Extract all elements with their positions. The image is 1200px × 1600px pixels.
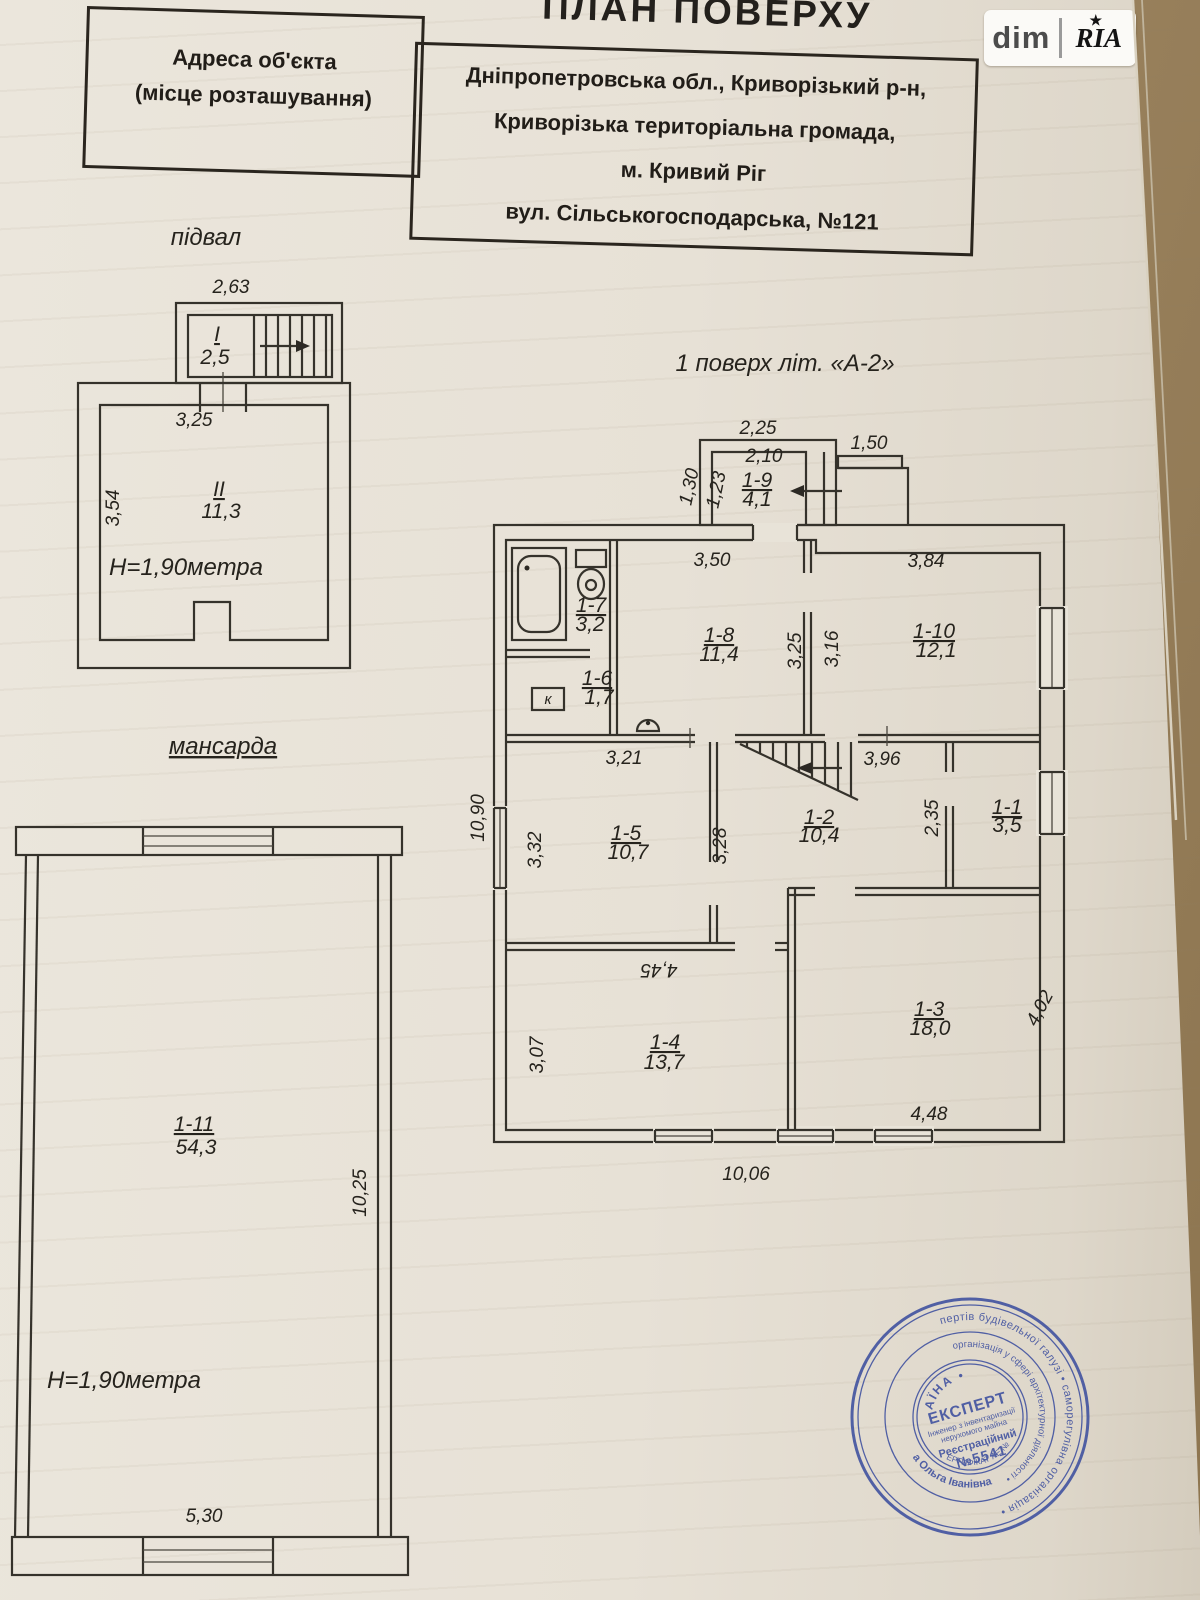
dim-10-25: 10,25 — [350, 1169, 371, 1217]
dimria-logo: dim ★RIA — [984, 10, 1136, 66]
dim-1-23: 1,23 — [703, 469, 731, 510]
bathtub-icon — [510, 546, 568, 642]
room-I-area: 2,5 — [199, 346, 230, 369]
room-1-4-area: 13,7 — [644, 1051, 686, 1074]
stairs-arrow — [797, 762, 812, 774]
room-1-2-area: 10,4 — [799, 824, 840, 847]
sheet-edge-line — [1141, 0, 1187, 841]
window-right-1-10 — [1036, 606, 1068, 690]
dim-10-06: 10,06 — [722, 1164, 770, 1185]
room-1-7-id: 1-7 — [576, 594, 608, 617]
room-1-3-id: 1-3 — [914, 998, 945, 1021]
room-1-10-area: 12,1 — [916, 639, 957, 662]
room-1-2-id: 1-2 — [804, 806, 835, 829]
basement-label: підвал — [171, 224, 242, 251]
room-1-3-area: 18,0 — [910, 1017, 951, 1040]
dim-3-84: 3,84 — [908, 551, 945, 572]
boiler-icon: к — [530, 686, 566, 712]
dim-2-10: 2,10 — [745, 446, 783, 467]
stairs — [739, 742, 859, 801]
dim-3-96: 3,96 — [864, 749, 901, 770]
dim-4-48: 4,48 — [911, 1104, 948, 1125]
dim-3-28: 3,28 — [710, 827, 731, 864]
entry-arrow — [790, 485, 804, 497]
dim-3-21: 3,21 — [606, 748, 643, 769]
dim-2-35: 2,35 — [922, 799, 943, 837]
room-II-area: 11,3 — [201, 500, 241, 523]
dim-2-63: 2,63 — [212, 277, 250, 298]
star-icon: ★ — [1089, 13, 1103, 29]
logo-divider — [1058, 18, 1062, 58]
attic-plan: мансарда 1-11 54,3 H=1,90метра 10,25 5,3… — [10, 733, 410, 1577]
window-right-1-1 — [1036, 770, 1068, 836]
ria-logo-text: ★RIA — [1075, 13, 1123, 53]
room-1-7-area: 3,2 — [575, 613, 605, 636]
dim-5-30: 5,30 — [186, 1506, 223, 1527]
room-1-5-id: 1-5 — [611, 822, 642, 845]
room-1-1-id: 1-1 — [992, 796, 1022, 819]
room-1-5-area: 10,7 — [608, 841, 650, 864]
window-bottom-1-3b — [873, 1126, 934, 1146]
dim-3-32: 3,32 — [525, 831, 546, 868]
room-1-9-id: 1-9 — [742, 469, 773, 492]
window-bottom-1-3a — [776, 1126, 835, 1146]
sheet-edge-line — [1131, 0, 1178, 821]
window-bottom-1-4 — [653, 1126, 714, 1146]
room-1-10-id: 1-10 — [913, 620, 955, 643]
dim-2-25: 2,25 — [739, 418, 777, 439]
room-1-11-area: 54,3 — [176, 1136, 217, 1159]
dim-1-50: 1,50 — [851, 433, 888, 454]
room-I-id: I — [214, 323, 220, 346]
toilet-icon — [574, 548, 608, 601]
attic-height-note: H=1,90метра — [47, 1367, 201, 1394]
room-1-4-id: 1-4 — [650, 1031, 680, 1054]
dim-3-07: 3,07 — [527, 1035, 548, 1073]
boiler-label: к — [544, 691, 552, 708]
room-1-6-area: 1,7 — [584, 686, 615, 709]
dim-10-90: 10,90 — [468, 794, 489, 842]
room-1-9-area: 4,1 — [742, 488, 771, 511]
window-left — [490, 806, 510, 890]
interior-walls — [506, 540, 1040, 1130]
first-floor-label: 1 поверх літ. «А-2» — [675, 350, 894, 377]
basement-plan: підвал 2,63 I 2,5 3,25 3,54 II 11,3 H=1,… — [76, 224, 352, 670]
first-floor-plan: 1 поверх літ. «А-2» — [468, 350, 1068, 1185]
stove-icon — [635, 718, 661, 733]
dim-3-54: 3,54 — [103, 490, 124, 527]
dim-4-02: 4,02 — [1022, 987, 1058, 1030]
dim-3-16: 3,16 — [822, 630, 843, 667]
room-1-1-area: 3,5 — [992, 814, 1022, 837]
attic-label: мансарда — [169, 733, 277, 760]
room-1-11-id: 1-11 — [174, 1113, 214, 1136]
room-1-6-id: 1-6 — [582, 667, 613, 690]
basement-height-note: H=1,90метра — [109, 554, 263, 581]
room-1-8-id: 1-8 — [704, 624, 735, 647]
dim-3-25-ff: 3,25 — [785, 632, 806, 669]
room-II-id: II — [213, 478, 225, 501]
basement-stairs-arrow — [260, 340, 310, 352]
dim-4-45: 4,45 — [640, 959, 677, 980]
dim-3-50: 3,50 — [694, 550, 731, 571]
room-1-8-area: 11,4 — [699, 643, 738, 666]
dim-3-25: 3,25 — [176, 410, 213, 431]
dim-logo-text: dim — [992, 20, 1051, 55]
